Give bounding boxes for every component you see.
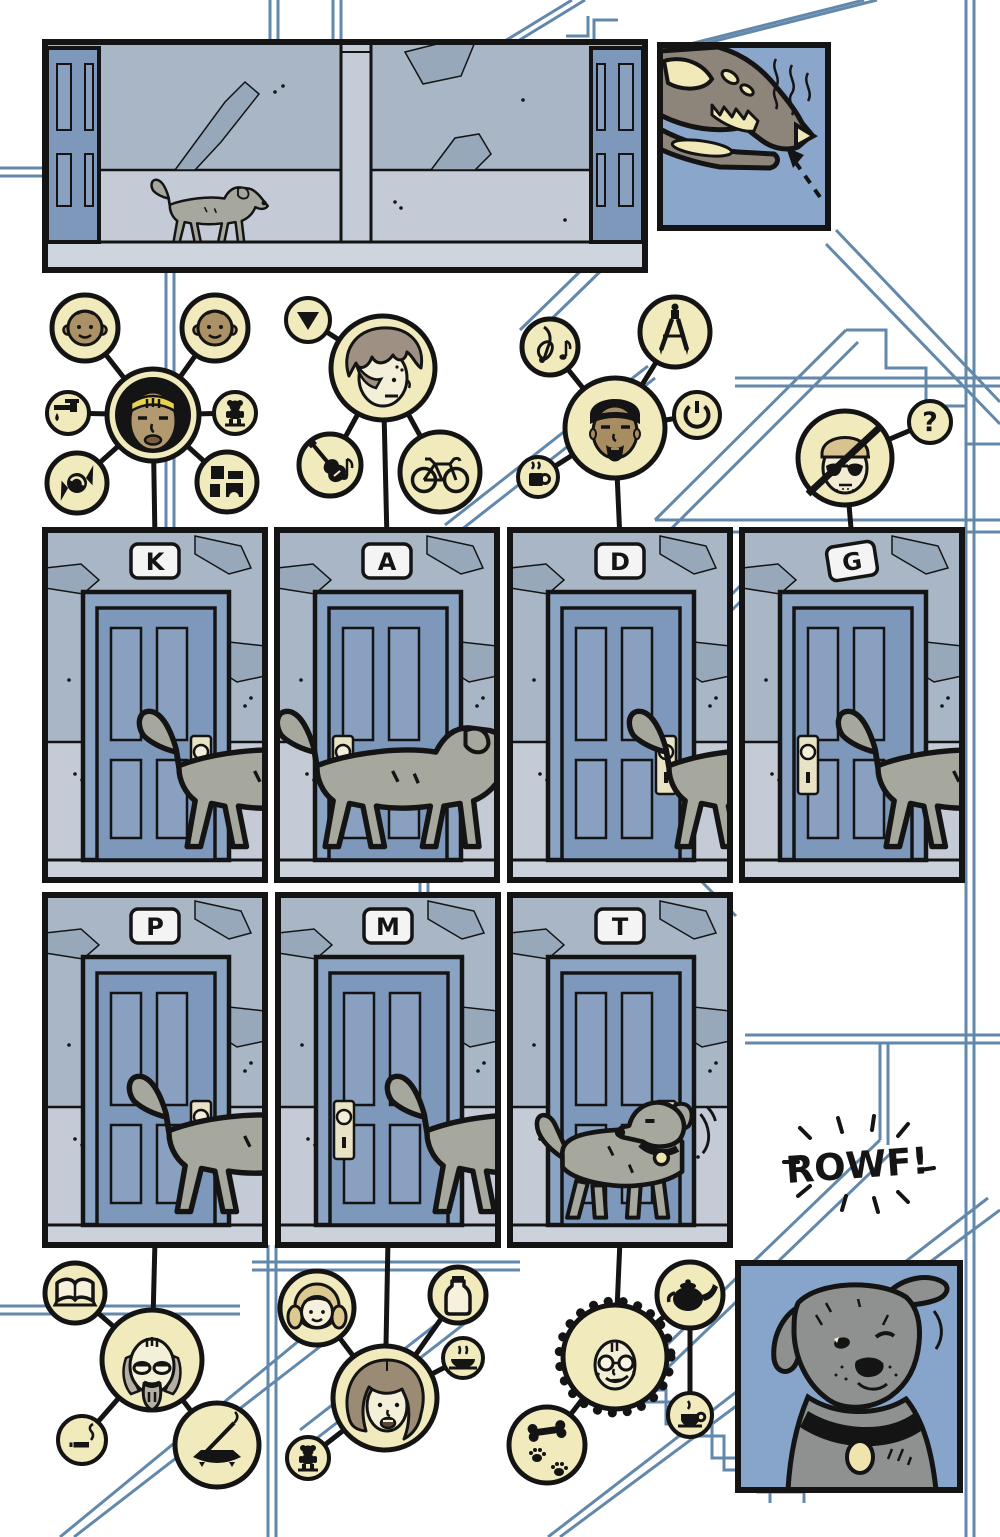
faucet-icon — [45, 390, 91, 436]
panel-dog-portrait — [735, 1260, 963, 1493]
dog-looking-back — [534, 1100, 717, 1220]
elderly-woman-portrait — [554, 1296, 676, 1418]
door-label: K — [146, 548, 166, 576]
woman-with-headband-portrait — [104, 366, 202, 464]
door-knob — [796, 734, 820, 796]
teacup-icon — [666, 1391, 714, 1439]
door-label-plate: K — [129, 542, 181, 580]
door-label: T — [612, 913, 629, 941]
cigarette-icon — [56, 1414, 108, 1466]
cluster-k — [44, 292, 260, 516]
door-label: D — [610, 548, 630, 576]
treble-clef-icon — [519, 316, 581, 378]
woman-portrait — [330, 1343, 440, 1453]
coffee-mug-icon — [516, 455, 560, 499]
dog-skull-snout — [660, 45, 818, 171]
door-label: G — [840, 547, 864, 578]
drafting-compass-icon — [637, 294, 713, 370]
hallway-left-door — [45, 46, 101, 244]
candy-icon — [44, 450, 110, 516]
power-button-icon — [672, 390, 722, 440]
panel-hallway — [42, 39, 648, 273]
cluster-t — [506, 1259, 726, 1486]
bearded-man-portrait — [562, 375, 668, 481]
baby-face-icon — [179, 292, 251, 364]
question-mark-text: ? — [922, 407, 938, 438]
dog-portrait — [771, 1275, 950, 1490]
door-label-plate: A — [361, 542, 413, 580]
door-label-plate: D — [594, 542, 646, 580]
open-book-icon — [42, 1260, 108, 1326]
panel-door-m: M — [275, 892, 501, 1248]
panel-door-p: P — [42, 892, 268, 1248]
panel-door-d: D — [507, 527, 733, 883]
panel-door-t: T — [507, 892, 733, 1248]
hallway-right-door — [589, 46, 645, 244]
cluster-a — [284, 296, 483, 515]
paw-print — [551, 1462, 568, 1476]
hallway-pillar — [339, 42, 373, 244]
door-label-plate: G — [824, 539, 880, 583]
panel-door-g: G — [739, 527, 965, 883]
older-man-portrait — [99, 1307, 205, 1413]
smell-waves — [772, 58, 811, 116]
door-knob — [332, 1099, 356, 1161]
paw-print — [529, 1448, 546, 1462]
bone-and-paws-icon — [506, 1404, 588, 1486]
arrow-to-nose — [786, 147, 822, 199]
unknown-man-crossed-out-portrait — [795, 408, 895, 508]
wall-crack — [173, 80, 261, 171]
crossed-out-slash — [805, 424, 883, 497]
cluster-g: ? — [795, 399, 953, 508]
panel-snout-diagram — [657, 42, 831, 231]
cluster-m — [277, 1264, 489, 1481]
teapot-icon — [654, 1259, 726, 1331]
little-girl-portrait — [277, 1268, 357, 1348]
teddy-bear-icon — [285, 1435, 331, 1481]
stubble-dots — [836, 488, 854, 494]
teddy-bear-icon — [212, 390, 258, 436]
door-label: A — [378, 548, 397, 576]
building-blocks-icon — [194, 449, 260, 515]
cluster-p — [42, 1260, 262, 1490]
sfx-rowf-text: ROWF! — [784, 1139, 930, 1192]
milk-bottle-icon — [427, 1264, 489, 1326]
door-label-plate: P — [129, 907, 181, 945]
music-note — [340, 457, 354, 480]
food-bowl-icon — [441, 1336, 485, 1380]
guitar-icon — [296, 431, 364, 499]
sfx-rowf: ROWF! — [782, 1114, 936, 1214]
question-mark-icon: ? — [907, 399, 953, 445]
baby-face-icon — [49, 292, 121, 364]
door-label-plate: M — [362, 907, 414, 945]
door-label: M — [376, 913, 400, 941]
triangle-down-icon — [284, 296, 332, 344]
muzzle-dots — [834, 1365, 898, 1381]
music-note — [559, 339, 572, 360]
panel-door-k: K — [42, 527, 268, 883]
sfx-emphasis-dashes — [782, 1114, 936, 1214]
door-label: P — [146, 913, 164, 941]
door-label-plate: T — [594, 907, 646, 945]
incense-burner-icon — [172, 1400, 262, 1490]
young-man-portrait — [328, 313, 438, 423]
bicycle-icon — [397, 429, 483, 515]
panel-door-a: A — [274, 527, 500, 883]
cluster-d — [516, 294, 722, 499]
